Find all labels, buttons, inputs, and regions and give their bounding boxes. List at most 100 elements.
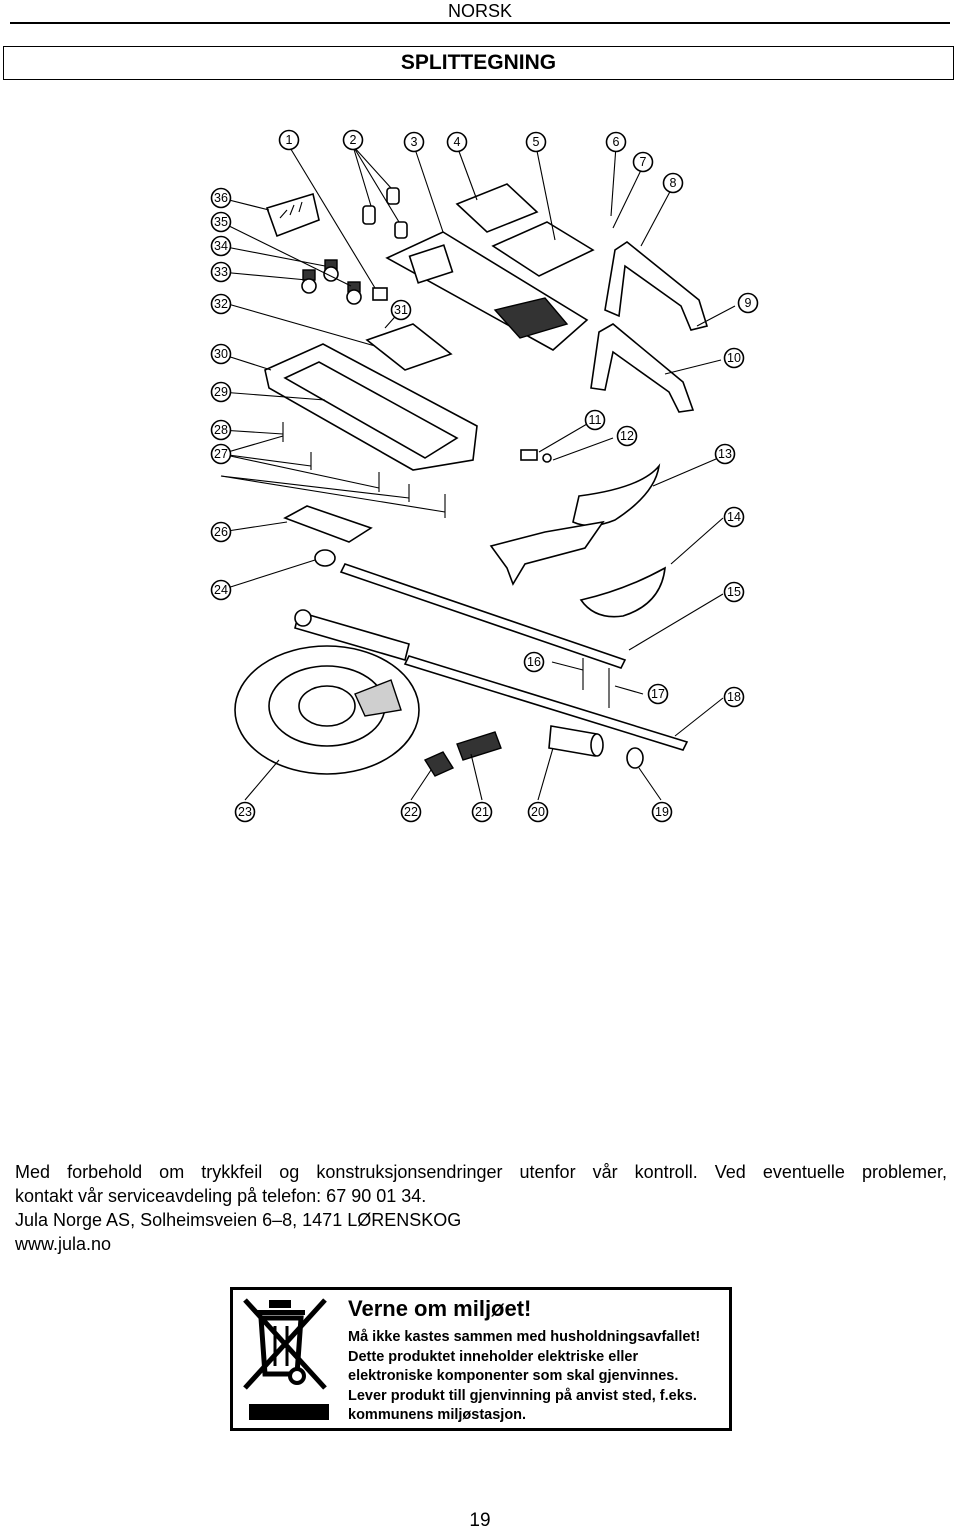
part-handle-lower: [590, 323, 695, 413]
diagram-leaders: [220, 145, 736, 801]
callout-31: 31: [390, 299, 412, 321]
part-handle: [604, 241, 709, 331]
callout-label: 6: [613, 135, 620, 149]
callout-15: 15: [723, 581, 745, 603]
environment-title: Verne om miljøet!: [348, 1296, 532, 1321]
callout-30: 30: [210, 343, 232, 365]
callout-16: 16: [523, 651, 545, 673]
callout-label: 7: [640, 155, 647, 169]
part-plate: [491, 221, 595, 277]
part-knobs: [301, 259, 362, 305]
callout-label: 22: [404, 805, 418, 819]
callout-label: 19: [655, 805, 669, 819]
part-wing-nut: [423, 751, 455, 777]
part-end-cap: [314, 549, 336, 567]
footer-text: Med forbehold om trykkfeil og konstruksj…: [15, 1160, 947, 1256]
callout-24: 24: [210, 579, 232, 601]
part-small-cap: [626, 747, 644, 769]
diagram-parts: [234, 183, 709, 777]
part-meter-display: [265, 192, 320, 238]
callout-label: 17: [651, 687, 665, 701]
environment-line: elektroniske komponenter som skal gjenvi…: [348, 1368, 679, 1384]
callout-label: 16: [527, 655, 541, 669]
callout-label: 32: [214, 297, 228, 311]
page-title: SPLITTEGNING: [3, 46, 954, 80]
callout-label: 5: [533, 135, 540, 149]
part-armrest-pad: [579, 566, 666, 618]
callout-36: 36: [210, 187, 232, 209]
part-window: [455, 183, 539, 233]
callout-label: 24: [214, 583, 228, 597]
callout-label: 23: [238, 805, 252, 819]
footer-line-disclaimer: Med forbehold om trykkfeil og konstruksj…: [15, 1162, 947, 1182]
footer-line-service: kontakt vår serviceavdeling på telefon: …: [15, 1186, 427, 1206]
callout-label: 33: [214, 265, 228, 279]
callout-10: 10: [723, 347, 745, 369]
callout-32: 32: [210, 293, 232, 315]
callout-label: 31: [394, 303, 408, 317]
environment-line: kommunens miljøstasjon.: [348, 1407, 527, 1423]
callout-label: 28: [214, 423, 228, 437]
callout-18: 18: [723, 686, 745, 708]
part-connector: [520, 449, 538, 461]
callout-label: 4: [454, 135, 461, 149]
callout-label: 35: [214, 215, 228, 229]
callout-label: 11: [589, 413, 602, 427]
part-lower-shaft: [339, 563, 627, 669]
callout-11: 11: [584, 409, 606, 431]
callout-2: 2: [342, 129, 364, 151]
callout-label: 10: [727, 351, 741, 365]
callout-19: 19: [651, 801, 673, 823]
callout-label: 8: [670, 176, 677, 190]
footer-line-address: Jula Norge AS, Solheimsveien 6–8, 1471 L…: [15, 1210, 462, 1230]
part-sleeve: [548, 725, 598, 757]
callout-14: 14: [723, 506, 745, 528]
callout-8: 8: [662, 172, 684, 194]
footer-line-website[interactable]: www.jula.no: [15, 1234, 112, 1254]
callout-label: 36: [214, 191, 228, 205]
page-number: 19: [469, 1510, 491, 1531]
callout-17: 17: [647, 683, 669, 705]
callout-label: 29: [214, 385, 228, 399]
callout-label: 3: [411, 135, 418, 149]
callout-label: 12: [620, 429, 634, 443]
callout-label: 30: [214, 347, 228, 361]
callout-34: 34: [210, 235, 232, 257]
callout-label: 2: [350, 133, 357, 147]
callout-label: 1: [286, 133, 293, 147]
callout-9: 9: [737, 292, 759, 314]
callout-26: 26: [210, 521, 232, 543]
environment-line: Dette produktet inneholder elektriske el…: [348, 1348, 639, 1365]
callout-23: 23: [234, 801, 256, 823]
callout-20: 20: [527, 801, 549, 823]
callout-21: 21: [471, 801, 493, 823]
callout-35: 35: [210, 211, 232, 233]
callout-4: 4: [446, 131, 468, 153]
environment-lines: Må ikke kastes sammen med husholdningsav…: [348, 1328, 700, 1426]
callout-12: 12: [616, 425, 638, 447]
callout-27: 27: [210, 443, 232, 465]
environment-line: Lever produkt till gjenvinning på anvist…: [348, 1387, 697, 1404]
callout-label: 13: [718, 447, 732, 461]
crossed-out-wheelie-bin-icon: [243, 1298, 329, 1420]
callout-label: 20: [531, 805, 545, 819]
callout-33: 33: [210, 261, 232, 283]
part-battery-holder: [283, 505, 373, 543]
callout-28: 28: [210, 419, 232, 441]
callout-1: 1: [278, 129, 300, 151]
header-language: NORSK: [447, 1, 512, 21]
callout-3: 3: [403, 131, 425, 153]
callout-13: 13: [714, 443, 736, 465]
environment-line: Må ikke kastes sammen med husholdningsav…: [348, 1329, 701, 1345]
part-armrest-body: [489, 520, 605, 586]
callout-5: 5: [525, 131, 547, 153]
callout-label: 26: [214, 525, 228, 539]
part-screws: [282, 422, 610, 708]
callout-label: 9: [745, 296, 752, 310]
part-small-block: [372, 287, 388, 301]
callout-label: 18: [727, 690, 741, 704]
callout-label: 27: [214, 447, 228, 461]
part-bolt: [456, 731, 502, 761]
callout-22: 22: [400, 801, 422, 823]
